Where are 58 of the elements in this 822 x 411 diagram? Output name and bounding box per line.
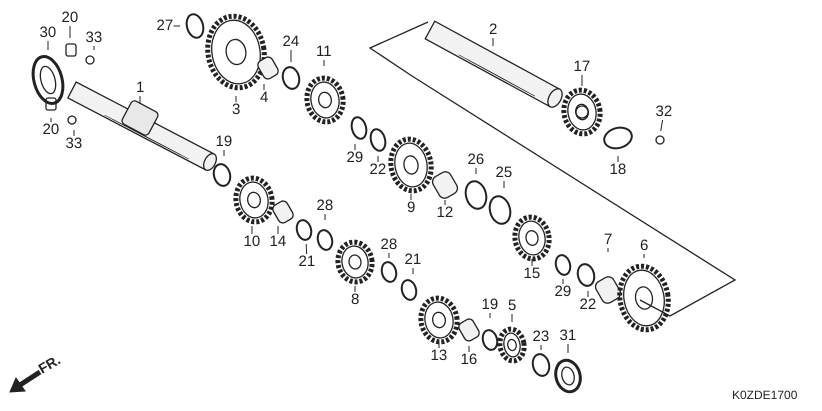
callout-number: 7 xyxy=(604,232,612,248)
callout-number: 14 xyxy=(270,234,286,250)
leader-line xyxy=(354,286,356,292)
callout-number: 26 xyxy=(468,152,484,168)
callout-number: 21 xyxy=(404,252,422,268)
leader-line xyxy=(438,342,440,348)
callout-number: 4 xyxy=(260,90,268,106)
callout-number: 28 xyxy=(380,237,398,253)
callout-number: 13 xyxy=(430,348,448,364)
leader-line xyxy=(660,120,664,132)
leader-line xyxy=(444,200,446,206)
leader-line xyxy=(412,268,414,274)
callout-number: 33 xyxy=(86,30,102,46)
callout-number: 16 xyxy=(460,352,478,368)
callout-number: 21 xyxy=(298,254,316,270)
callout-number: 30 xyxy=(40,25,56,41)
callout-number: 23 xyxy=(532,329,550,345)
callout-number: 11 xyxy=(316,44,332,60)
callout-number: 22 xyxy=(370,162,386,178)
leader-line xyxy=(324,214,326,220)
callout-number: 32 xyxy=(656,104,672,120)
callout-number: 28 xyxy=(316,198,334,214)
leader-line xyxy=(354,144,356,150)
callout-number: 24 xyxy=(282,34,300,50)
leader-line xyxy=(290,50,292,62)
callout-number: 5 xyxy=(508,298,516,314)
callout-number: 33 xyxy=(66,136,82,152)
callout-number: 20 xyxy=(62,10,78,26)
catalog-code: K0ZDE1700 xyxy=(732,388,798,402)
callout-number: 19 xyxy=(482,297,498,313)
callout-number: 17 xyxy=(574,59,590,75)
callout-number: 2 xyxy=(489,22,498,38)
callout-number: 19 xyxy=(216,134,232,150)
callout-number: 25 xyxy=(496,165,512,181)
callout-number: 29 xyxy=(346,150,364,166)
leader-line xyxy=(540,344,542,350)
callout-number: 20 xyxy=(42,122,60,138)
callout-number: 15 xyxy=(524,266,540,282)
direction-label: FR. xyxy=(36,351,64,377)
callout-number: 22 xyxy=(580,297,596,313)
callout-number: 10 xyxy=(244,234,260,250)
leader-line xyxy=(562,278,564,284)
leader-line xyxy=(388,252,390,258)
leader-line xyxy=(306,244,308,254)
callout-number: 18 xyxy=(610,162,626,178)
leader-line xyxy=(50,118,52,122)
callout-number: 6 xyxy=(640,238,648,254)
leader-line xyxy=(468,346,470,352)
callout-number: 27 xyxy=(156,18,174,34)
callout-number: 8 xyxy=(351,292,360,308)
leader-line xyxy=(492,38,494,46)
callout-number: 29 xyxy=(554,284,572,300)
callout-number: 9 xyxy=(407,200,416,216)
callout-number: 1 xyxy=(136,80,144,96)
leader-line xyxy=(410,194,412,200)
callout-number: 12 xyxy=(436,205,454,221)
callout-number: 3 xyxy=(232,102,240,118)
callout-number: 31 xyxy=(560,328,576,344)
